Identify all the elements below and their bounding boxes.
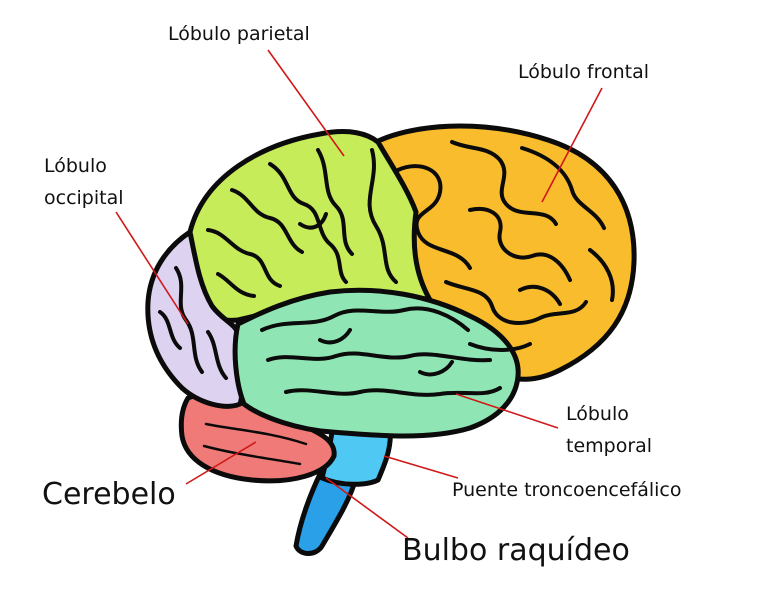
leader-line-medulla (325, 477, 409, 539)
leader-line-pons (383, 455, 459, 479)
label-temporal-line1: Lóbulo (566, 403, 629, 425)
label-temporal-line2: temporal (566, 435, 652, 457)
label-frontal: Lóbulo frontal (518, 61, 649, 83)
leader-line-cerebellum (185, 441, 257, 485)
label-parietal: Lóbulo parietal (168, 23, 310, 45)
brain-gyri-lines (158, 140, 615, 466)
temporal-lobe-region (232, 287, 521, 439)
label-pons: Puente troncoencefálico (452, 479, 681, 501)
leader-line-occipital (115, 211, 189, 325)
label-occipital-line2: occipital (44, 187, 124, 209)
leader-line-parietal (267, 49, 345, 157)
label-occipital-line1: Lóbulo (44, 155, 107, 177)
leader-line-temporal (455, 393, 559, 429)
label-medulla: Bulbo raquídeo (402, 533, 630, 568)
leader-lines (115, 49, 603, 539)
label-cerebellum: Cerebelo (42, 477, 176, 512)
leader-line-frontal (541, 87, 603, 203)
